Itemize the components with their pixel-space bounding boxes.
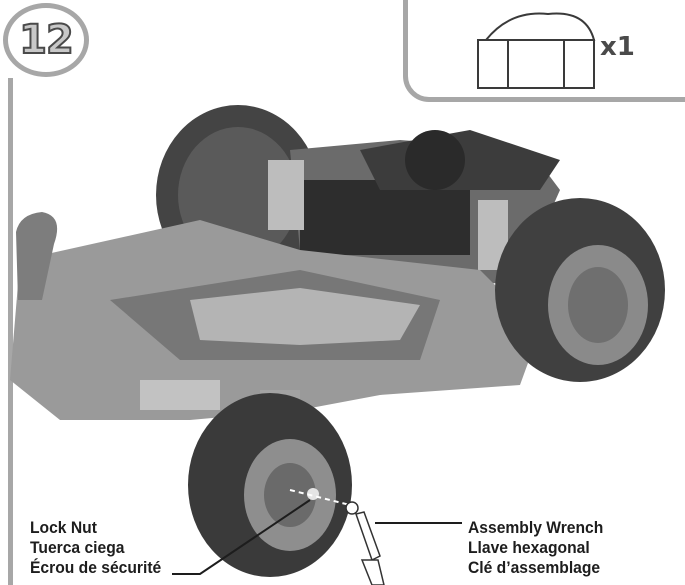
lock-nut-label-fr: Écrou de sécurité xyxy=(30,558,162,577)
lock-nut-leader xyxy=(172,499,311,575)
part-quantity: x1 xyxy=(600,32,635,62)
wrench-icon xyxy=(345,501,385,585)
lock-nut-callout: Lock Nut Tuerca ciega Écrou de sécurité xyxy=(30,518,161,578)
wrench-callout: Assembly Wrench Llave hexagonal Clé d’as… xyxy=(468,518,603,578)
lock-nut-label-es: Tuerca ciega xyxy=(30,538,125,557)
lock-nut-icon xyxy=(477,12,596,89)
wrench-label-es: Llave hexagonal xyxy=(468,538,590,557)
wrench-label-fr: Clé d’assemblage xyxy=(468,558,601,577)
wrench-label-en: Assembly Wrench xyxy=(468,518,604,537)
step-badge: 12 xyxy=(3,3,89,77)
atv-illustration xyxy=(10,105,665,585)
step-number: 12 xyxy=(18,16,75,64)
lock-nut-label-en: Lock Nut xyxy=(30,518,97,537)
frame-left-rule xyxy=(8,78,13,585)
